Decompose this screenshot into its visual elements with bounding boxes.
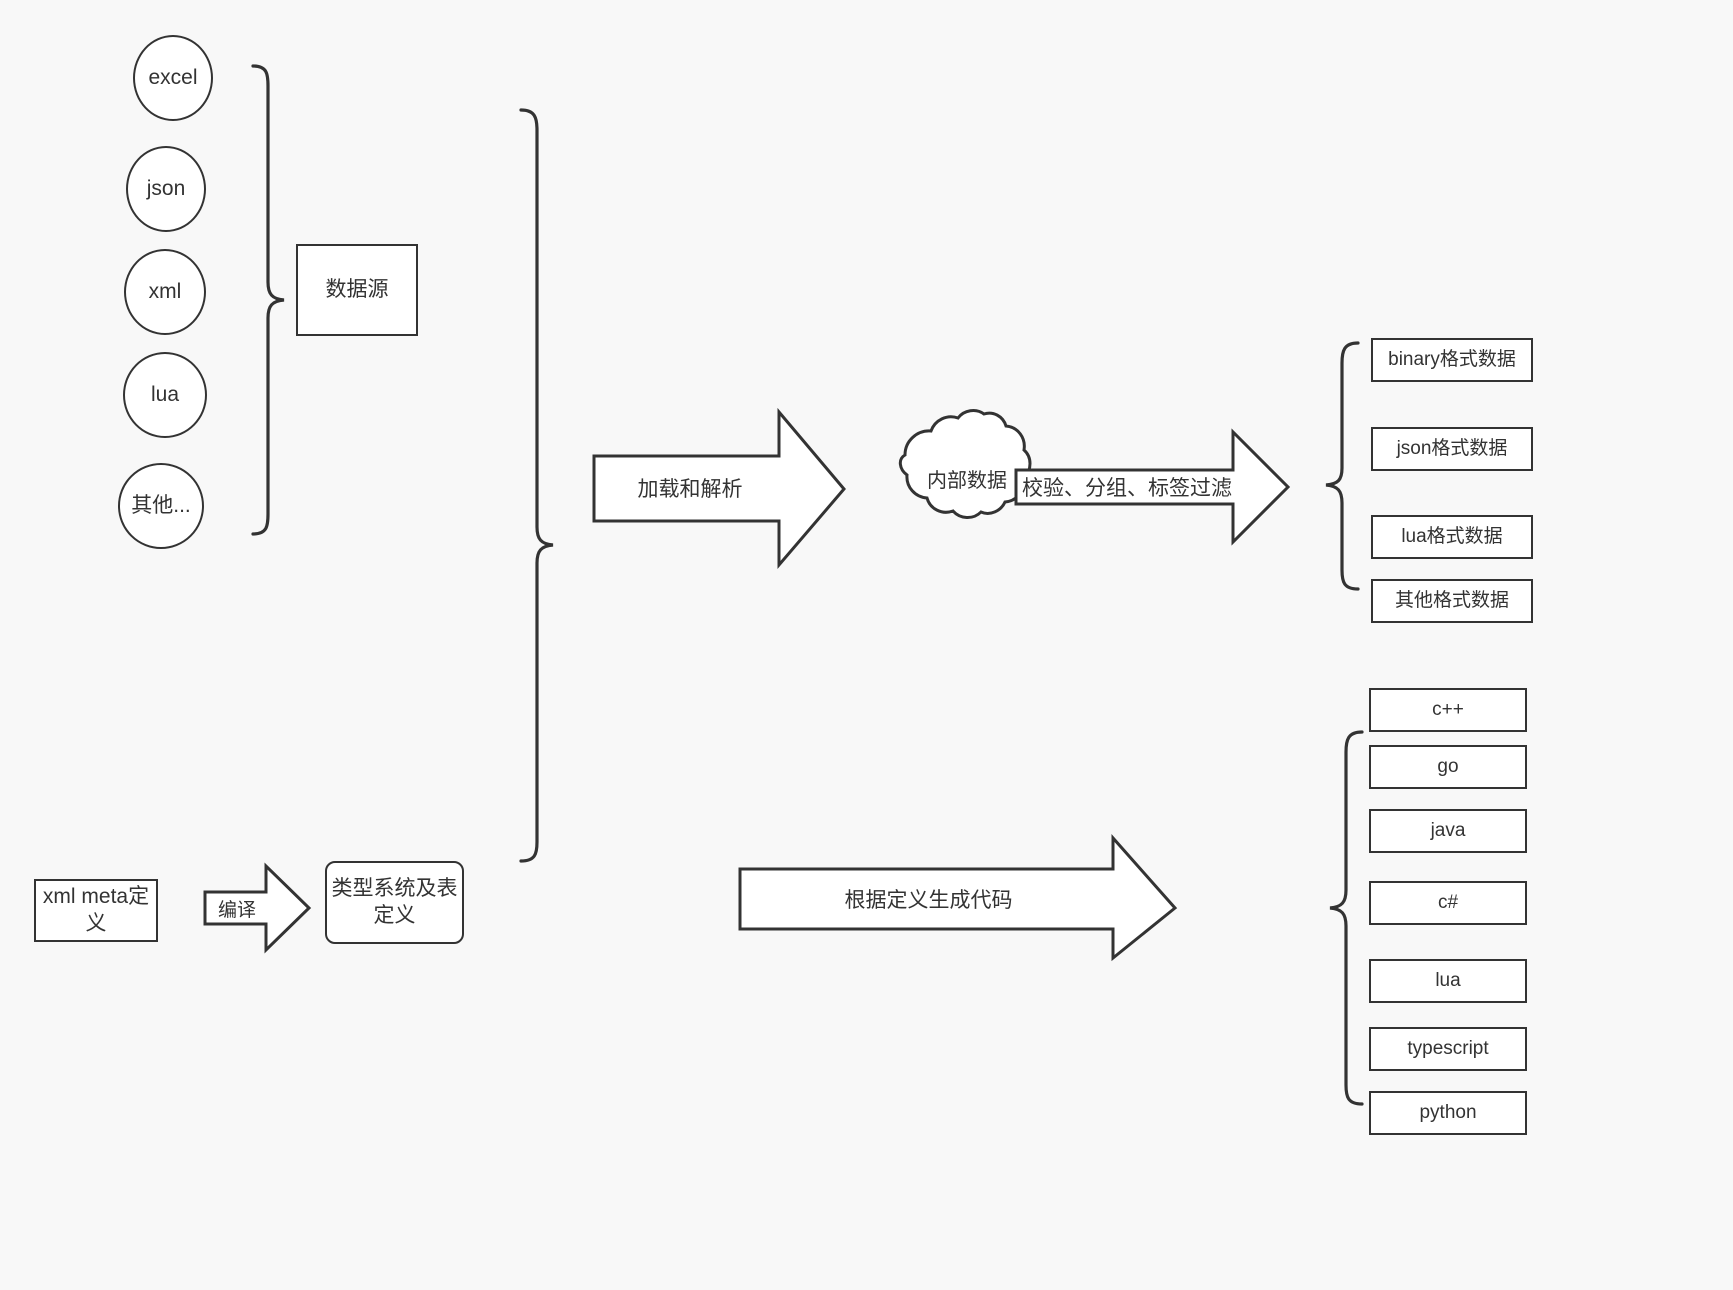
output-format-json[interactable]: json格式数据 (1371, 427, 1533, 471)
meta-target-box[interactable]: 类型系统及表定义 (325, 861, 464, 944)
output-format-lua[interactable]: lua格式数据 (1371, 515, 1533, 559)
codegen-language-java-label: java (1430, 820, 1466, 842)
codegen-language-python[interactable]: python (1369, 1091, 1527, 1135)
output-format-binary-label: binary格式数据 (1388, 349, 1516, 371)
output-format-other-label: 其他格式数据 (1394, 590, 1509, 612)
meta-source-box[interactable]: xml meta定义 (34, 879, 158, 942)
codegen-language-java[interactable]: java (1369, 809, 1527, 853)
arrow-generate-code (738, 834, 1178, 962)
brace-codegen-languages (1329, 730, 1364, 1106)
source-node-excel-label: excel (148, 65, 198, 89)
codegen-language-cpp-label: c++ (1432, 699, 1464, 721)
codegen-language-cpp[interactable]: c++ (1369, 688, 1527, 732)
source-node-other[interactable]: 其他... (118, 463, 204, 549)
codegen-language-python-label: python (1419, 1102, 1477, 1124)
codegen-language-lua-label: lua (1435, 970, 1461, 992)
output-format-binary[interactable]: binary格式数据 (1371, 338, 1533, 382)
codegen-language-lua[interactable]: lua (1369, 959, 1527, 1003)
cloud-internal-data (898, 409, 1032, 519)
meta-target-box-label: 类型系统及表定义 (331, 877, 458, 927)
source-node-xml-label: xml (148, 279, 182, 303)
codegen-language-go[interactable]: go (1369, 745, 1527, 789)
source-node-json-label: json (146, 176, 186, 200)
output-format-json-label: json格式数据 (1396, 438, 1508, 460)
codegen-language-typescript-label: typescript (1407, 1038, 1489, 1060)
codegen-language-csharp[interactable]: c# (1369, 881, 1527, 925)
meta-source-box-label: xml meta定义 (42, 885, 150, 935)
group-box-data-source-label: 数据源 (325, 277, 389, 301)
codegen-language-typescript[interactable]: typescript (1369, 1027, 1527, 1071)
source-node-excel[interactable]: excel (133, 35, 213, 121)
arrow-compile (203, 862, 312, 954)
source-node-lua-label: lua (150, 382, 180, 406)
source-node-xml[interactable]: xml (124, 249, 206, 335)
output-format-lua-label: lua格式数据 (1401, 526, 1503, 548)
brace-data-sources (251, 64, 285, 536)
source-node-other-label: 其他... (131, 493, 191, 517)
codegen-language-go-label: go (1437, 756, 1459, 778)
group-box-data-source[interactable]: 数据源 (296, 244, 418, 336)
output-format-other[interactable]: 其他格式数据 (1371, 579, 1533, 623)
codegen-language-csharp-label: c# (1437, 892, 1459, 914)
source-node-lua[interactable]: lua (123, 352, 207, 438)
brace-output-formats (1325, 341, 1360, 591)
arrow-validate-group-filter (1014, 428, 1291, 546)
source-node-json[interactable]: json (126, 146, 206, 232)
arrow-load-and-parse (592, 407, 846, 570)
brace-pipeline-input (519, 108, 554, 863)
